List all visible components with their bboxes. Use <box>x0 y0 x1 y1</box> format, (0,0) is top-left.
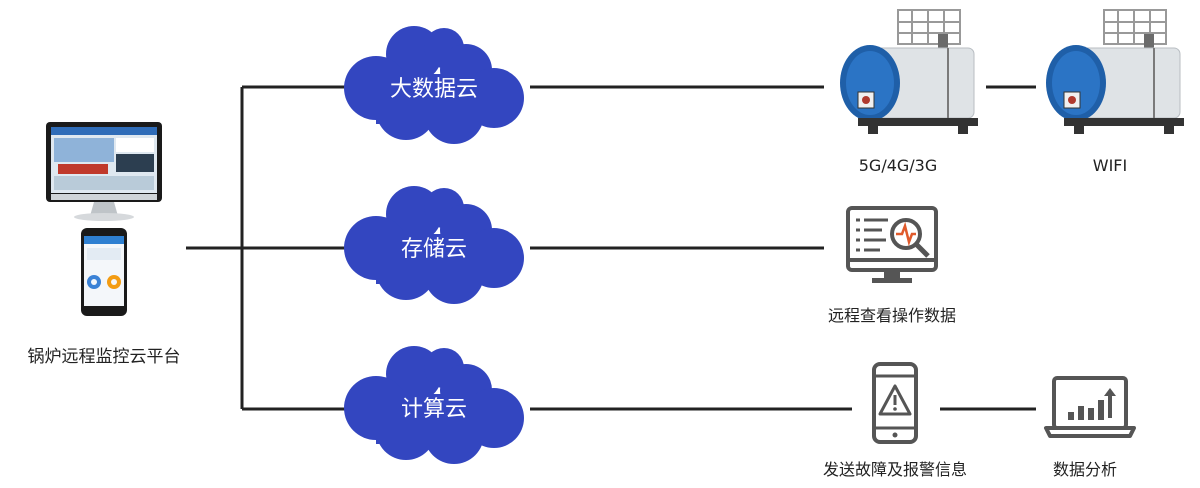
platform-devices-icon <box>46 122 162 316</box>
platform-label: 锅炉远程监控云平台 <box>27 347 181 367</box>
cloud-label: 大数据云 <box>390 77 478 102</box>
boiler-icon-1 <box>840 9 978 134</box>
cloud-bigdata: 大数据云 <box>344 26 524 144</box>
boiler-icon-2 <box>1046 9 1184 134</box>
cloud-label: 存储云 <box>401 237 467 262</box>
cloud-compute: 计算云 <box>344 346 524 464</box>
laptop-chart-icon <box>1044 376 1136 438</box>
alarm-label: 发送故障及报警信息 <box>822 460 967 479</box>
cloud-label: 计算云 <box>401 397 467 422</box>
analysis-label: 数据分析 <box>1052 460 1117 479</box>
cloud-icon <box>344 186 524 304</box>
boiler-label-cellular: 5G/4G/3G <box>858 156 938 175</box>
boiler-label-wifi: WIFI <box>1092 156 1128 175</box>
cloud-icon <box>344 26 524 144</box>
phone-alarm-icon <box>872 362 918 444</box>
cloud-storage: 存储云 <box>344 186 524 304</box>
cloud-icon <box>344 346 524 464</box>
remote-view-label: 远程查看操作数据 <box>827 306 956 325</box>
monitor-analysis-icon <box>846 206 938 283</box>
